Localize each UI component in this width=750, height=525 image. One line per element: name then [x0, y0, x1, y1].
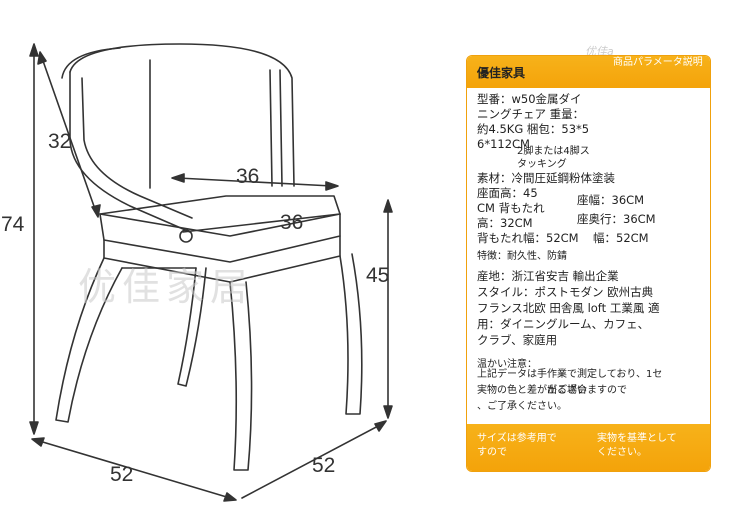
- note-line3: がございますので: [547, 385, 627, 396]
- footer-right-line1: 実物を基準として: [597, 433, 677, 444]
- corner-watermark: 优佳a: [585, 45, 614, 58]
- spec-style-line2: フランス北欧 田舎風 loft 工業風 適: [477, 301, 660, 315]
- spec-style-line4: クラブ、家庭用: [477, 333, 558, 347]
- spec-back-height: 高：32CM: [477, 216, 533, 230]
- product-parameter-card: 優佳家具 商品パラメータ説明 型番：w50金属ダイ ニングチェア 重量： 約4.…: [466, 55, 711, 472]
- spec-material: 素材：冷間圧延鋼粉体塗装: [477, 171, 615, 185]
- brand-name: 優佳家具: [477, 66, 526, 80]
- spec-seat-width: 座幅：36CM: [577, 193, 645, 207]
- card-footer: サイズは参考用で すので 実物を基準として ください。: [467, 424, 710, 471]
- spec-origin: 産地：浙江省安吉 輸出企業: [477, 269, 619, 283]
- spec-model-line2: ニングチェア 重量：: [477, 107, 585, 121]
- card-header: 優佳家具 商品パラメータ説明: [467, 56, 710, 88]
- leg-back-left: [177, 267, 207, 387]
- chair-diagram: 74 32 36 36 45 52 52 优佳家居: [1, 43, 393, 502]
- spec-width: 幅：52CM: [593, 231, 649, 245]
- leg-front-right: [229, 281, 253, 471]
- dim-label-height: 74: [1, 213, 25, 236]
- spec-seat-height-line1: 座面高：45: [477, 186, 538, 200]
- dim-line-52-side: [241, 423, 383, 499]
- leg-front-left: [55, 257, 123, 423]
- dim-label-base-width: 52: [110, 463, 134, 486]
- leg-back-right: [339, 253, 363, 415]
- seat-top: [99, 195, 341, 237]
- spec-style-line3: 用：ダイニングルーム、カフェ、: [477, 317, 650, 331]
- dim-label-base-depth: 52: [312, 454, 336, 477]
- spec-style-line1: スタイル：ポストモダン 欧州古典: [477, 285, 654, 299]
- dim-line-32: [41, 57, 97, 213]
- dim-line-36-seat: [182, 213, 341, 233]
- arm-bolt: [179, 229, 193, 243]
- chair-drawing: [29, 43, 393, 502]
- spec-back-width: 背もたれ幅：52CM: [477, 231, 579, 245]
- spec-seat-height-line2: CM 背もたれ: [477, 201, 545, 215]
- spec-stack-line2: タッキング: [517, 159, 567, 170]
- note-line1: 上記データは手作業で測定しており、1セ: [477, 369, 663, 380]
- note-line2: 実物の色と差が出る場合: [477, 385, 587, 396]
- armrest-left: [69, 71, 191, 233]
- dim-line-52-front: [35, 439, 231, 499]
- footer-left-line1: サイズは参考用で: [477, 433, 557, 444]
- footer-right-line2: ください。: [597, 447, 647, 458]
- note-title: 温かい注意：: [477, 359, 537, 370]
- note-line4: 、ご了承ください。: [477, 401, 567, 412]
- spec-feature: 特徴：耐久性、防錆: [477, 251, 567, 262]
- dim-label-arm-height: 32: [48, 130, 72, 153]
- dim-label-back-width: 36: [236, 165, 260, 188]
- watermark-text: 优佳家居: [78, 265, 255, 309]
- spec-stack-line1: 2脚または4脚ス: [517, 146, 590, 157]
- footer-left-line2: すので: [477, 447, 507, 458]
- spec-model-line1: 型番：w50金属ダイ: [477, 92, 582, 106]
- dim-label-seat-width: 36: [280, 211, 304, 234]
- dim-line-36-back: [177, 177, 333, 187]
- spec-seat-depth: 座奥行：36CM: [577, 212, 656, 226]
- dim-label-seat-height: 45: [366, 264, 390, 287]
- spec-model-line3: 約4.5KG 梱包：53*5: [477, 122, 590, 136]
- parameter-title: 商品パラメータ説明: [613, 57, 703, 68]
- spec-model-line4: 6*112CM: [477, 137, 530, 151]
- backrest-top: [69, 43, 295, 187]
